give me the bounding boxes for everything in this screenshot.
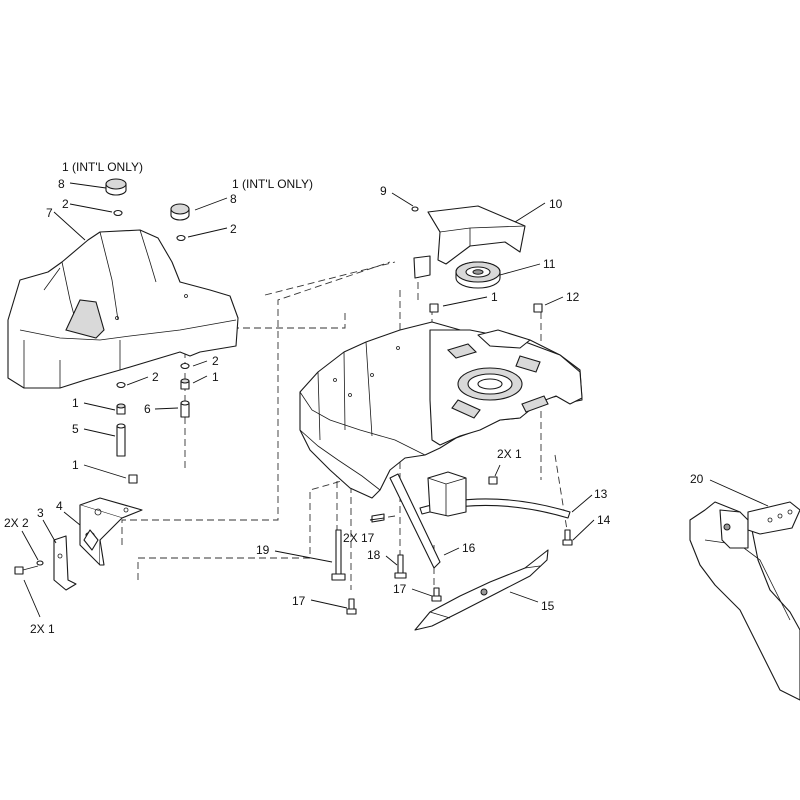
callout-label: 18 <box>367 548 381 562</box>
small-nuts-part <box>429 303 543 485</box>
callout-label: 7 <box>46 206 53 220</box>
callout-label: 17 <box>292 594 306 608</box>
hood-console-part <box>7 229 239 389</box>
mower-deck-part <box>299 321 583 499</box>
callout-label: 19 <box>256 543 270 557</box>
callout-label: 1 <box>212 370 219 384</box>
bracket-4-part <box>79 497 143 566</box>
callout-label: 2X 1 <box>30 622 55 636</box>
callout-label: 1 <box>491 290 498 304</box>
spacer-stack-left <box>116 381 138 484</box>
spacer-stack-right <box>180 362 190 418</box>
knob-part-left <box>105 178 127 217</box>
callout-label: 2 <box>212 354 219 368</box>
callout-label: 8 <box>230 192 237 206</box>
leader-lines <box>21 182 769 618</box>
blade-part <box>414 549 549 631</box>
callout-label: 2 <box>152 370 159 384</box>
inset-view <box>689 501 800 701</box>
callout-label: 2X 1 <box>497 447 522 461</box>
callout-label: 12 <box>566 290 580 304</box>
callout-label: 1 (INT'L ONLY) <box>232 177 313 191</box>
callout-label: 6 <box>144 402 151 416</box>
callout-label: 15 <box>541 599 555 613</box>
callout-label: 11 <box>543 257 556 271</box>
belt-cover-part <box>411 205 526 279</box>
callout-label: 1 <box>72 396 79 410</box>
callout-label: 4 <box>56 499 63 513</box>
callout-label: 10 <box>549 197 563 211</box>
callout-label: 13 <box>594 487 608 501</box>
bolt-parts <box>331 529 573 615</box>
callout-label: 3 <box>37 506 44 520</box>
pulley-part <box>455 261 501 289</box>
callout-label: 16 <box>462 541 476 555</box>
callout-label: 2X 17 <box>343 531 375 545</box>
callout-label: 1 (INT'L ONLY) <box>62 160 143 174</box>
idler-bracket-part <box>371 471 467 569</box>
callout-label: 17 <box>393 582 407 596</box>
callout-label: 2X 2 <box>4 516 29 530</box>
callout-label: 2 <box>62 197 69 211</box>
callout-label: 20 <box>690 472 704 486</box>
callout-labels: 1 (INT'L ONLY) 8 2 7 1 (INT'L ONLY) 8 2 … <box>4 160 704 636</box>
bracket-3-part <box>14 535 77 591</box>
callout-label: 9 <box>380 184 387 198</box>
callout-label: 2 <box>230 222 237 236</box>
callout-label: 1 <box>72 458 79 472</box>
knob-part-right <box>170 203 190 242</box>
callout-label: 8 <box>58 177 65 191</box>
callout-label: 14 <box>597 513 611 527</box>
callout-label: 5 <box>72 422 79 436</box>
